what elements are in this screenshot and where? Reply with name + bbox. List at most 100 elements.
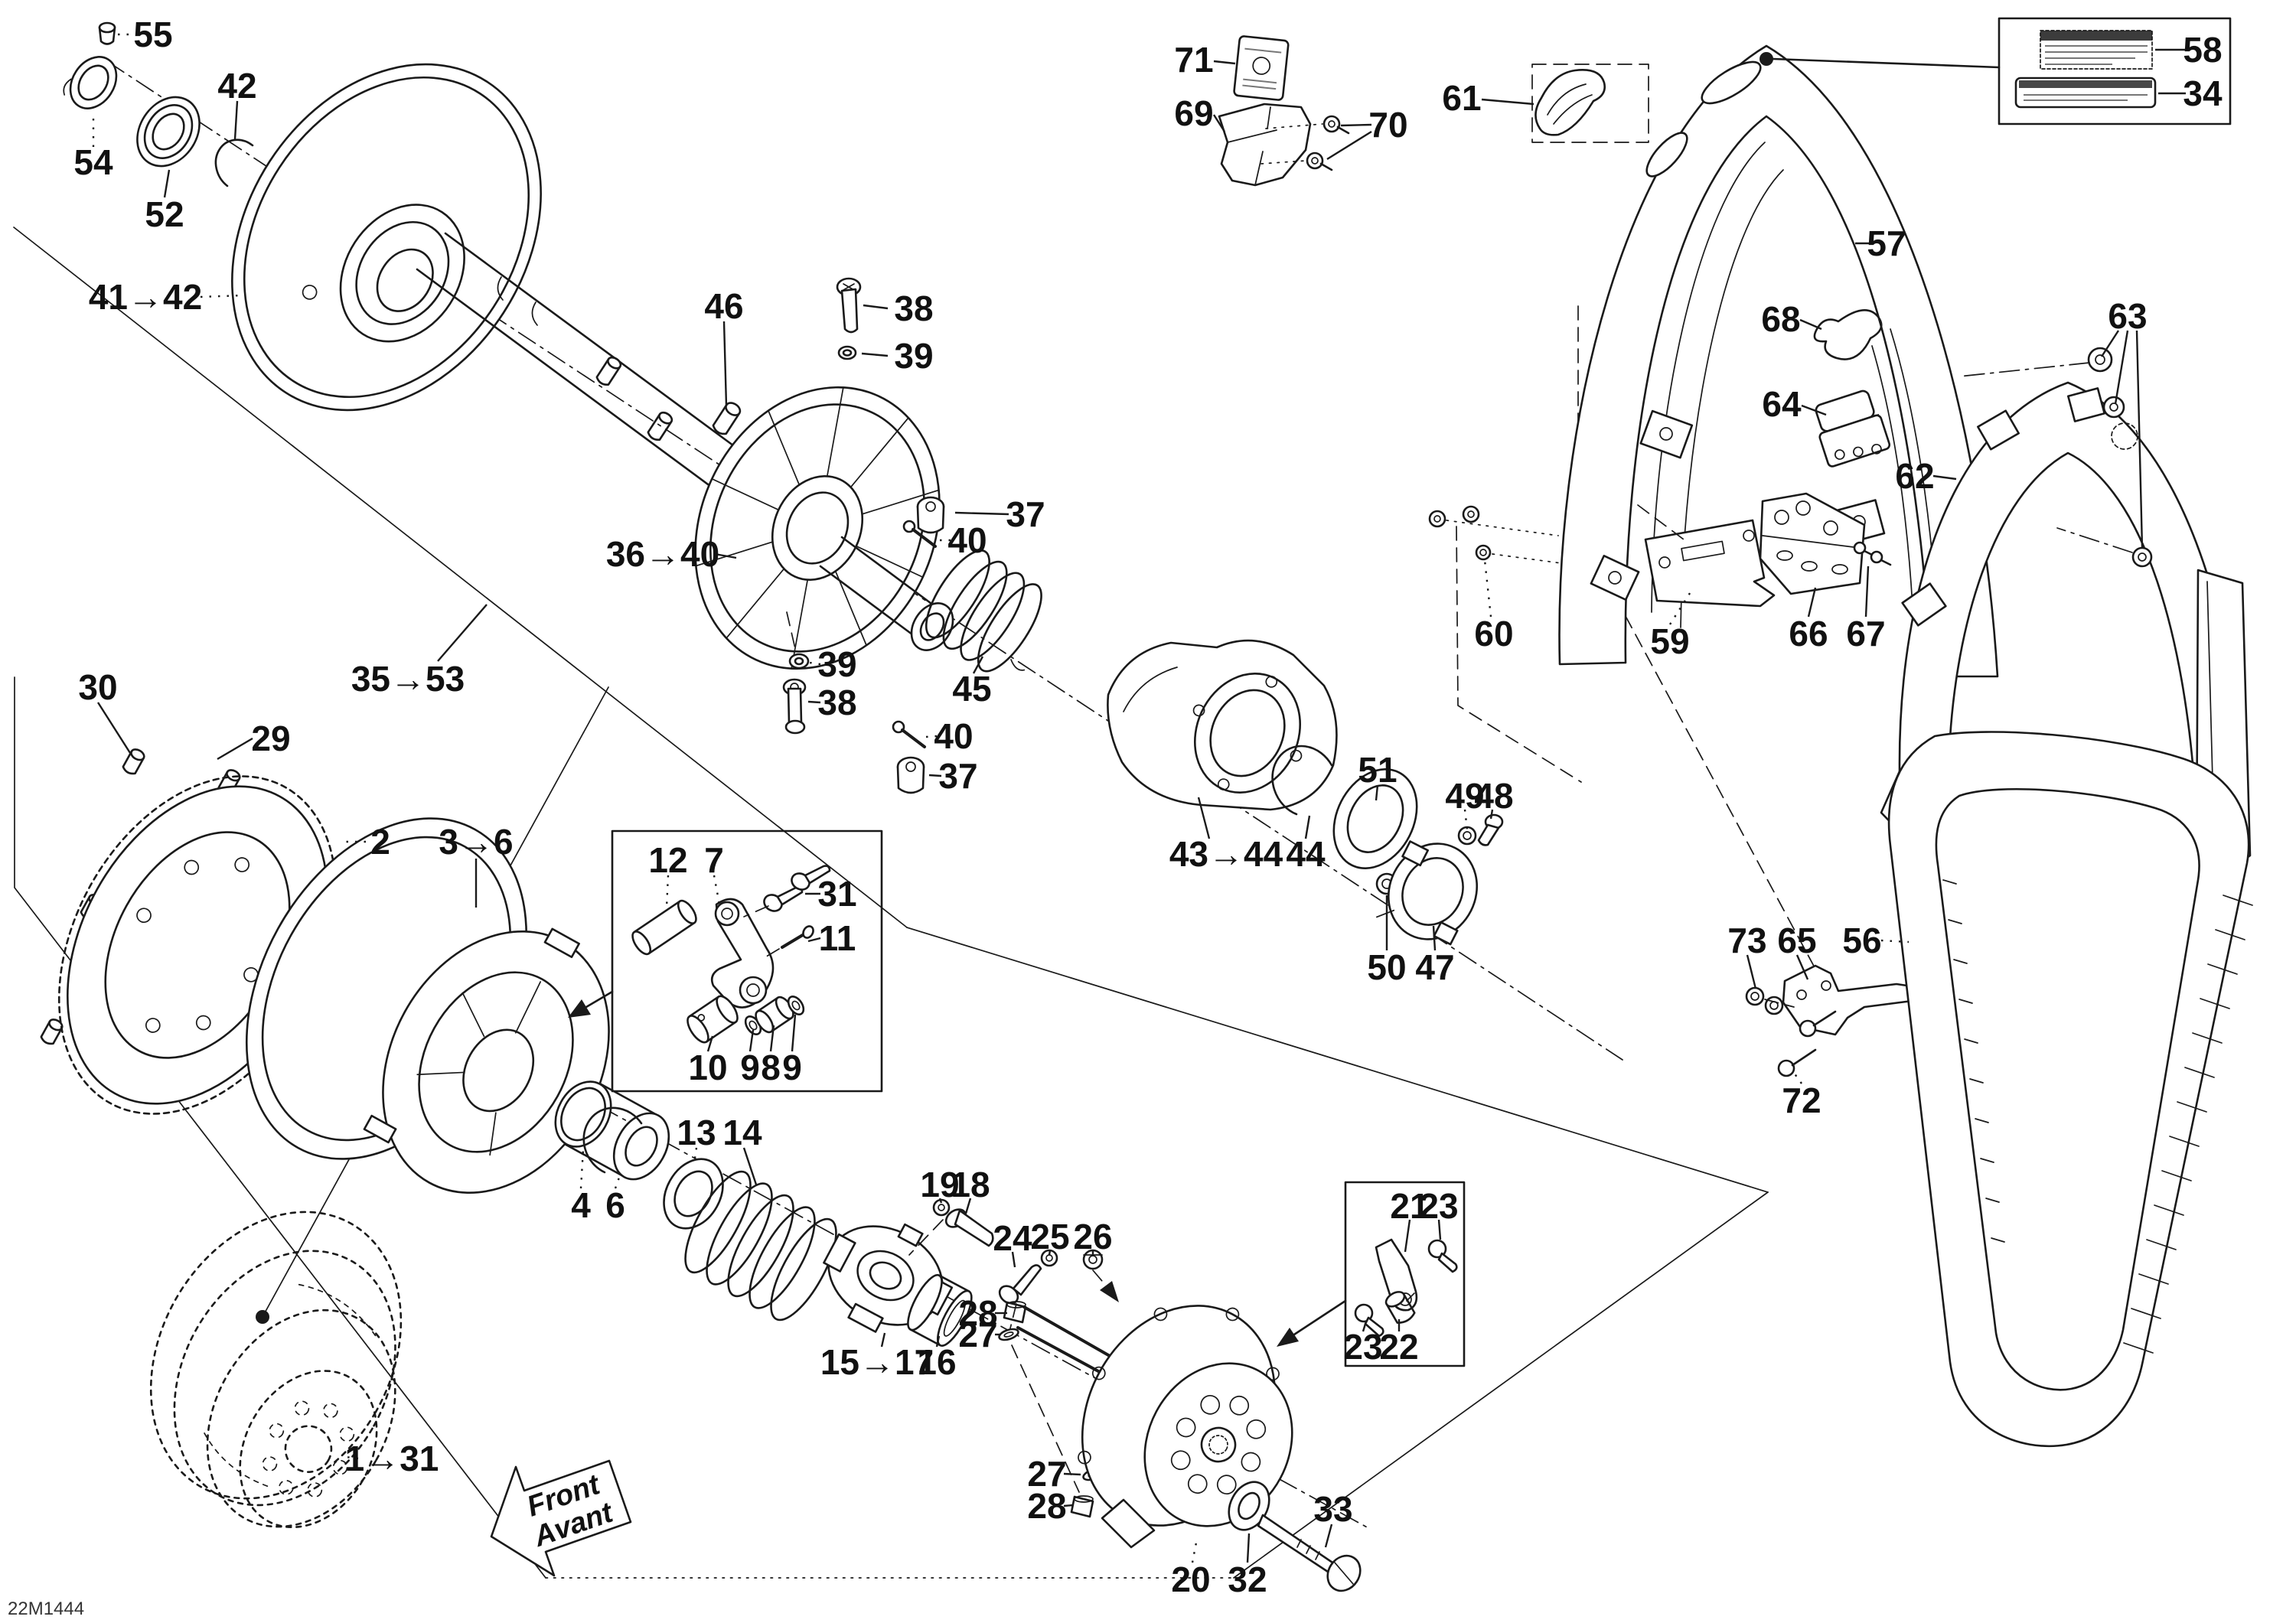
- part-11-pin: [781, 925, 814, 949]
- leader-line-69: [1212, 114, 1226, 132]
- part-3-6-sliding-sheave: [363, 927, 610, 1194]
- callout-36→40: 36→40: [606, 534, 719, 574]
- callout-54: 54: [73, 142, 113, 182]
- callout-34: 34: [2183, 73, 2223, 113]
- part-41-42-fixed-sheave: [231, 63, 542, 412]
- callout-28: 28: [958, 1293, 997, 1333]
- part-13-washer: [663, 1158, 724, 1230]
- leader-line-20: [1191, 1542, 1198, 1563]
- part-70-bolts: [1261, 115, 1350, 171]
- part-43-44-cam-housing: [1107, 639, 1338, 811]
- leader-line-73: [1746, 954, 1757, 989]
- leader-line-62: [1932, 474, 1957, 481]
- leader-line-38: [863, 304, 889, 310]
- leader-line-12: [665, 875, 670, 908]
- part-49-washer: [1457, 826, 1477, 846]
- part-51-washer: [1332, 768, 1418, 870]
- guard-reference-dot: [1760, 52, 1773, 66]
- callout-65: 65: [1777, 921, 1816, 960]
- part-37-roller-top: [916, 496, 945, 534]
- callout-27: 27: [958, 1315, 997, 1354]
- callout-29: 29: [251, 719, 290, 758]
- callout-61: 61: [1442, 78, 1481, 118]
- leader-line-63: [2100, 330, 2120, 357]
- callout-38: 38: [894, 288, 933, 328]
- leader-line-63: [2114, 330, 2129, 405]
- dash-link: [743, 905, 769, 917]
- leader-line-43→44: [1197, 797, 1211, 839]
- part-1-31-clutch-assembly-ghost: [149, 1211, 403, 1529]
- dash-link: [1406, 1292, 1415, 1302]
- part-73-nuts: [1745, 986, 1795, 1015]
- leader-line-45: [972, 656, 984, 674]
- callout-71: 71: [1174, 40, 1213, 80]
- leader-line-23: [1362, 1323, 1367, 1332]
- callout-9: 9: [740, 1048, 760, 1087]
- part-71-decal: [1233, 35, 1290, 101]
- part-58-warning-decal: [2040, 30, 2153, 70]
- leader-line-37: [954, 511, 1009, 516]
- callout-46: 46: [704, 286, 743, 326]
- callout-42: 42: [217, 66, 256, 106]
- part-23-bolt-bottom: [1354, 1303, 1384, 1338]
- callout-47: 47: [1415, 947, 1454, 987]
- callout-45: 45: [952, 669, 991, 709]
- callout-64: 64: [1762, 384, 1802, 424]
- leader-line-9: [748, 1029, 755, 1052]
- callout-27: 27: [1027, 1454, 1066, 1494]
- part-10-roller: [687, 995, 739, 1044]
- callout-28: 28: [1027, 1486, 1066, 1526]
- part-6-snap-ring: [582, 1106, 643, 1174]
- callout-11: 11: [819, 918, 856, 958]
- callout-58: 58: [2183, 30, 2222, 70]
- callout-69: 69: [1174, 93, 1213, 133]
- callout-39: 39: [894, 336, 933, 376]
- callout-32: 32: [1228, 1559, 1267, 1599]
- callout-2: 2: [370, 822, 390, 862]
- leader-line-25: [1048, 1250, 1052, 1256]
- inset-box-lever-kit: [611, 829, 883, 1093]
- callout-1→31: 1→31: [345, 1439, 439, 1478]
- callout-56: 56: [1842, 921, 1881, 960]
- part-16-bushing: [907, 1273, 973, 1347]
- callout-21: 21: [1390, 1186, 1429, 1226]
- inset-box-lever-arm: [1344, 1181, 1466, 1367]
- part-45-spring: [925, 549, 1042, 673]
- callout-23: 23: [1343, 1327, 1382, 1367]
- part-44-circlip: [1271, 745, 1333, 816]
- diagram-code: 22M1444: [8, 1599, 84, 1619]
- callout-10: 10: [688, 1048, 727, 1087]
- part-64-hinge: [1815, 389, 1891, 468]
- part-9-washer-b: [787, 996, 805, 1015]
- callout-16: 16: [917, 1342, 956, 1382]
- leader-line-41→42: [200, 294, 244, 298]
- leader-line-32: [1246, 1533, 1251, 1563]
- part-4-ring: [554, 1080, 612, 1148]
- sheave-hub-shaft: [819, 536, 954, 651]
- leader-line-61: [1481, 98, 1534, 106]
- part-39-washer-top: [837, 345, 857, 360]
- part-69-bracket: [1218, 103, 1312, 187]
- leader-line-71: [1213, 60, 1236, 65]
- callout-37: 37: [938, 756, 977, 796]
- part-59-plate: [1637, 504, 1776, 608]
- belt-notches: [1942, 879, 2005, 1243]
- dash-link: [786, 611, 797, 653]
- callout-62: 62: [1895, 456, 1934, 496]
- callout-37: 37: [1006, 494, 1045, 534]
- callout-22: 22: [1379, 1327, 1418, 1367]
- part-72-bolts: [1777, 1010, 1837, 1077]
- callout-7: 7: [704, 840, 724, 880]
- part-47-retainer: [1375, 840, 1479, 946]
- callout-59: 59: [1650, 621, 1689, 661]
- callout-43→44: 43→44: [1169, 834, 1283, 874]
- part-22-roller: [1384, 1291, 1416, 1324]
- callout-63: 63: [2108, 296, 2147, 336]
- part-19-washer: [932, 1198, 951, 1217]
- callout-3→6: 3→6: [439, 822, 513, 862]
- leader-line-33: [1324, 1524, 1333, 1548]
- part-40-screw-top: [902, 520, 937, 548]
- part-57-belt-guard: [1558, 44, 2001, 678]
